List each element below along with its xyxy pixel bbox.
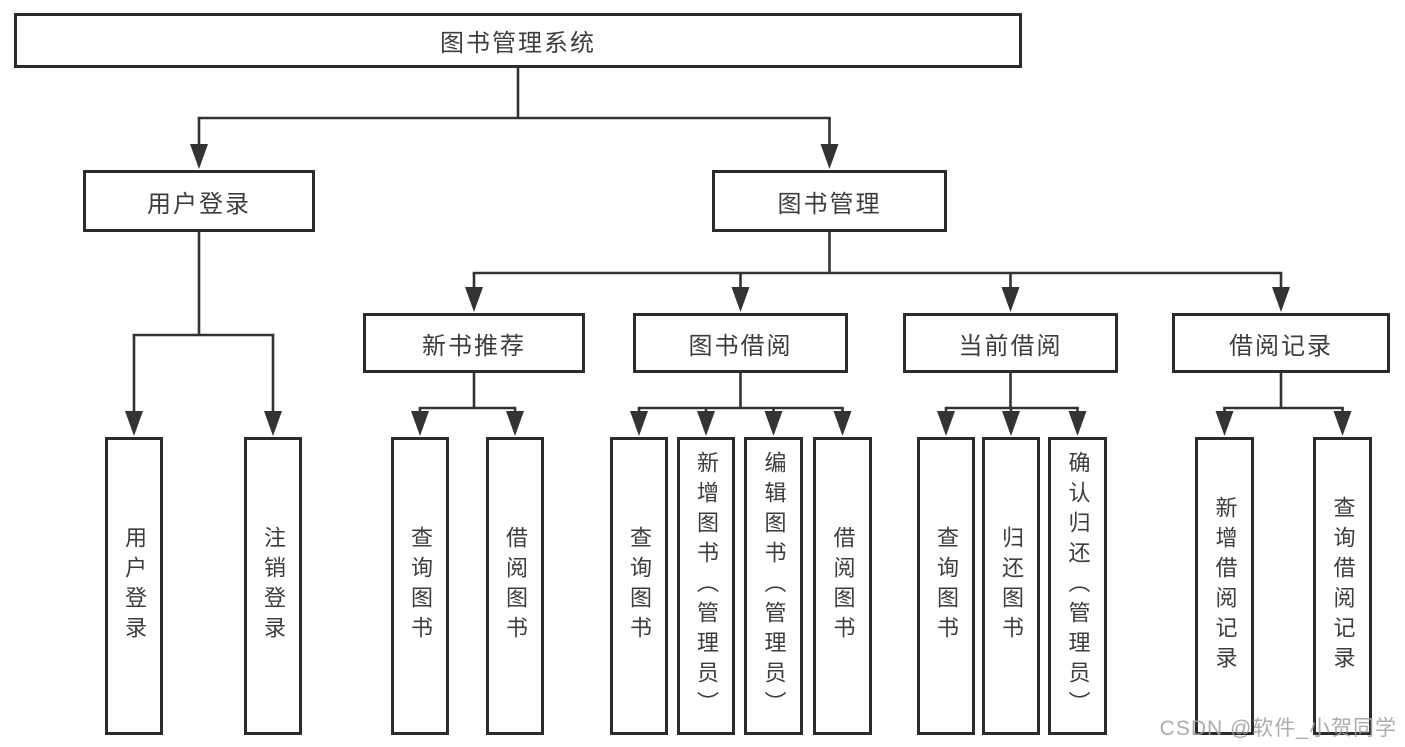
- node-new-book-rec: 新书推荐: [363, 313, 585, 373]
- arrowhead-icon: [820, 144, 839, 169]
- node-v-query-borrow-record: 查询借阅记录: [1313, 437, 1372, 735]
- arrowhead-icon: [833, 411, 852, 436]
- arrowhead-icon: [937, 411, 955, 436]
- node-label: 查询借阅记录: [1330, 496, 1356, 676]
- node-label: 用户登录: [122, 526, 147, 646]
- node-label: 归还图书: [999, 526, 1024, 646]
- node-label: 图书借阅: [688, 332, 793, 360]
- node-book-borrow: 图书借阅: [633, 313, 848, 373]
- node-label: 查询图书: [627, 526, 652, 646]
- arrowhead-icon: [506, 411, 524, 436]
- node-label: 新增图书（管理员）: [694, 451, 719, 721]
- node-v-query-books-1: 查询图书: [391, 437, 449, 735]
- arrowhead-icon: [125, 411, 143, 436]
- arrowhead-icon: [630, 411, 648, 436]
- node-v-add-borrow-record: 新增借阅记录: [1195, 437, 1254, 735]
- arrowhead-icon: [264, 411, 282, 436]
- node-v-borrow-books-1: 借阅图书: [486, 437, 544, 735]
- arrowhead-icon: [1001, 287, 1020, 312]
- node-user-login: 用户登录: [83, 170, 315, 232]
- node-borrow-records: 借阅记录: [1172, 313, 1390, 373]
- arrowhead-icon: [764, 411, 783, 436]
- node-label: 用户登录: [147, 190, 251, 218]
- arrowhead-icon: [1272, 287, 1290, 312]
- node-label: 新书推荐: [422, 332, 526, 360]
- node-current-borrow: 当前借阅: [903, 313, 1118, 373]
- node-label: 当前借阅: [958, 332, 1063, 360]
- node-v-borrow-books-2: 借阅图书: [813, 437, 872, 735]
- node-label: 查询图书: [934, 526, 959, 646]
- node-v-query-books-2: 查询图书: [610, 437, 668, 735]
- node-label: 编辑图书（管理员）: [761, 451, 787, 721]
- node-label: 借阅记录: [1229, 332, 1333, 360]
- node-v-edit-books: 编辑图书（管理员）: [744, 437, 803, 735]
- node-book-mgmt: 图书管理: [712, 170, 947, 232]
- csdn-watermark: CSDN @软件_小贺同学: [1159, 717, 1397, 740]
- node-label: 借阅图书: [830, 526, 856, 646]
- arrowhead-icon: [1002, 411, 1020, 436]
- node-v-user-login: 用户登录: [105, 437, 163, 735]
- node-root: 图书管理系统: [14, 13, 1022, 68]
- node-v-confirm-return: 确认归还（管理员）: [1048, 437, 1107, 735]
- node-label: 图书管理系统: [440, 30, 596, 57]
- arrowhead-icon: [731, 287, 750, 312]
- arrowhead-icon: [465, 287, 483, 312]
- node-v-logout: 注销登录: [244, 437, 302, 735]
- node-label: 图书管理: [777, 190, 882, 218]
- node-v-return-books: 归还图书: [982, 437, 1040, 735]
- node-label: 借阅图书: [503, 526, 528, 646]
- node-label: 确认归还（管理员）: [1065, 451, 1091, 721]
- node-v-query-books-3: 查询图书: [917, 437, 975, 735]
- arrowhead-icon: [190, 144, 208, 169]
- arrowhead-icon: [1333, 411, 1352, 436]
- arrowhead-icon: [1215, 411, 1234, 436]
- node-v-add-books: 新增图书（管理员）: [677, 437, 735, 735]
- node-label: 新增借阅记录: [1212, 496, 1238, 676]
- node-label: 注销登录: [261, 526, 286, 646]
- arrowhead-icon: [1068, 411, 1087, 436]
- node-label: 查询图书: [408, 526, 433, 646]
- arrowhead-icon: [411, 411, 429, 436]
- arrowhead-icon: [697, 411, 715, 436]
